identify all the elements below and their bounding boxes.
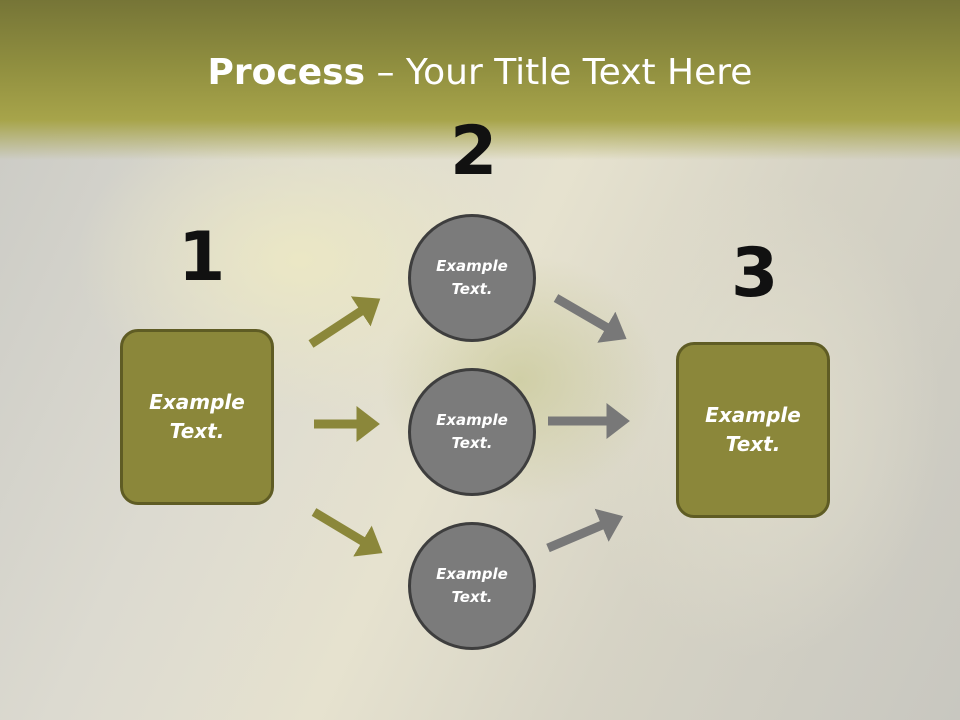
step-1-text: Example Text.: [149, 390, 245, 443]
step-3-box: Example Text.: [676, 342, 830, 518]
step-number-3: 3: [731, 234, 779, 313]
step-number-2: 2: [450, 112, 498, 191]
step-2-circle-top: Example Text.: [408, 214, 536, 342]
circle-top-text: Example Text.: [436, 257, 508, 298]
circle-bottom-text: Example Text.: [436, 565, 508, 606]
step-3-text: Example Text.: [705, 403, 801, 456]
slide-title: Process – Your Title Text Here: [0, 52, 960, 93]
circle-middle-text: Example Text.: [436, 411, 508, 452]
step-1-box: Example Text.: [120, 329, 274, 505]
title-band: [0, 0, 960, 160]
arrow-2a-to-3: [553, 294, 627, 343]
arrow-1-to-2c: [311, 508, 383, 557]
title-bold: Process: [207, 52, 366, 93]
step-2-circle-bottom: Example Text.: [408, 522, 536, 650]
arrow-1-to-2a: [308, 296, 381, 348]
title-rest: – Your Title Text Here: [365, 52, 753, 93]
step-2-circle-middle: Example Text.: [408, 368, 536, 496]
arrow-2c-to-3: [546, 508, 624, 553]
step-number-1: 1: [178, 218, 226, 297]
